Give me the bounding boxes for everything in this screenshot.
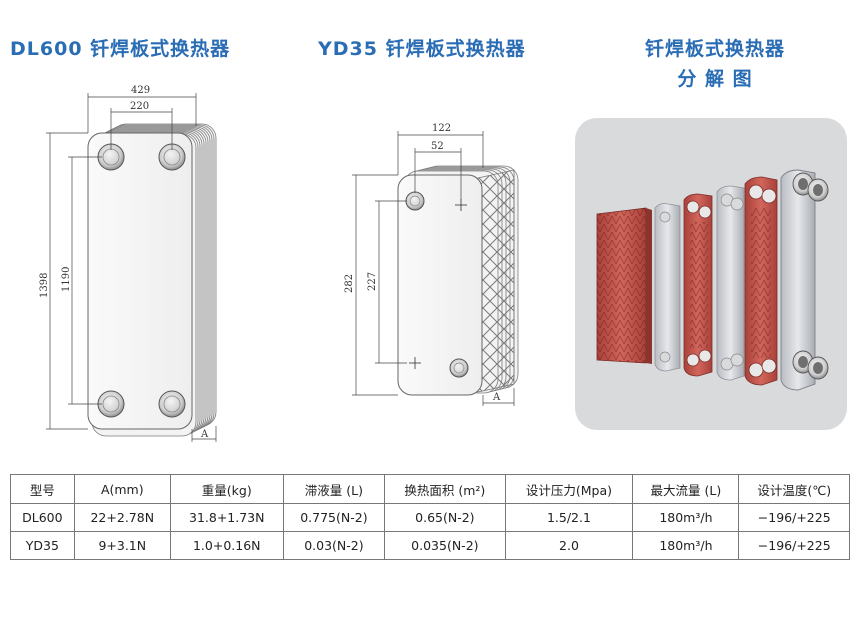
table-row: YD35 9+3.1N 1.0+0.16N 0.03(N-2) 0.035(N-…	[10, 531, 850, 560]
exploded-steel-plate-1	[654, 203, 681, 372]
header-cell-holdup: 滞液量 (L)	[282, 474, 386, 504]
exploded-steel-plate-2	[716, 185, 745, 381]
dl600-dim-height-total: 1398	[39, 273, 50, 298]
yd35-dim-height-total: 282	[344, 274, 355, 293]
dl600-dim-width-total: 429	[131, 85, 150, 96]
exploded-view-title: 钎焊板式换热器 分 解 图	[600, 34, 830, 94]
table-cell: −196/+225	[738, 503, 850, 532]
yd35-title: YD35 钎焊板式换热器	[318, 38, 526, 60]
dl600-dim-thickness: A	[200, 429, 209, 440]
yd35-port-markers	[409, 199, 467, 369]
exploded-title-line1: 钎焊板式换热器	[644, 38, 785, 60]
table-cell: 180m³/h	[632, 531, 740, 560]
yd35-dim-width-ports: 52	[431, 141, 444, 152]
table-row: DL600 22+2.78N 31.8+1.73N 0.775(N-2) 0.6…	[10, 503, 850, 532]
yd35-dim-width-total: 122	[432, 123, 451, 134]
exploded-copper-plate-2	[744, 176, 778, 386]
yd35-port-top-left	[405, 191, 425, 211]
table-cell: 31.8+1.73N	[169, 503, 284, 532]
table-cell: 2.0	[504, 531, 634, 560]
table-cell: 0.65(N-2)	[384, 503, 506, 532]
header-cell-a: A(mm)	[73, 474, 171, 504]
dl600-port-bottom-right	[158, 390, 186, 418]
table-cell: DL600	[10, 503, 75, 532]
header-cell-pressure: 设计压力(Mpa)	[504, 474, 634, 504]
dl600-dim-height-ports: 1190	[61, 267, 72, 292]
header-cell-area: 换热面积 (m²)	[384, 474, 506, 504]
dl600-title: DL600 钎焊板式换热器	[10, 38, 231, 60]
yd35-side-pattern	[477, 169, 515, 393]
exploded-copper-plate-1	[683, 193, 713, 377]
yd35-dimension-lines	[352, 131, 515, 406]
table-cell: 22+2.78N	[73, 503, 171, 532]
table-cell: 0.035(N-2)	[384, 531, 506, 560]
table-cell: 9+3.1N	[73, 531, 171, 560]
table-cell: 1.0+0.16N	[169, 531, 284, 560]
header-cell-temperature: 设计温度(℃)	[738, 474, 850, 504]
table-cell: YD35	[10, 531, 75, 560]
exploded-title-line2: 分 解 图	[677, 68, 753, 90]
yd35-dim-thickness: A	[492, 392, 501, 403]
table-cell: 0.03(N-2)	[282, 531, 386, 560]
table-cell: 1.5/2.1	[504, 503, 634, 532]
spec-table: 型号 A(mm) 重量(kg) 滞液量 (L) 换热面积 (m²) 设计压力(M…	[10, 474, 850, 560]
dl600-front-plate	[87, 132, 193, 430]
header-cell-model: 型号	[10, 474, 75, 504]
spec-table-header-row: 型号 A(mm) 重量(kg) 滞液量 (L) 换热面积 (m²) 设计压力(M…	[10, 474, 850, 504]
dl600-drawing: 429 220 1398 1190 A	[39, 85, 217, 442]
yd35-port-bottom-right	[449, 358, 469, 378]
exploded-cover-plate	[780, 169, 829, 391]
table-cell: 180m³/h	[632, 503, 740, 532]
yd35-front-plate	[397, 174, 483, 396]
table-cell: 0.775(N-2)	[282, 503, 386, 532]
dl600-dim-width-ports: 220	[130, 101, 149, 112]
yd35-dim-height-ports: 227	[367, 272, 378, 291]
dl600-dimension-lines	[46, 93, 217, 442]
yd35-drawing: 122 52 282 227 A	[344, 123, 519, 406]
header-cell-flow: 最大流量 (L)	[632, 474, 740, 504]
header-cell-weight: 重量(kg)	[169, 474, 284, 504]
exploded-plate-pack	[596, 207, 652, 364]
exploded-view-photo	[575, 118, 847, 430]
table-cell: −196/+225	[738, 531, 850, 560]
